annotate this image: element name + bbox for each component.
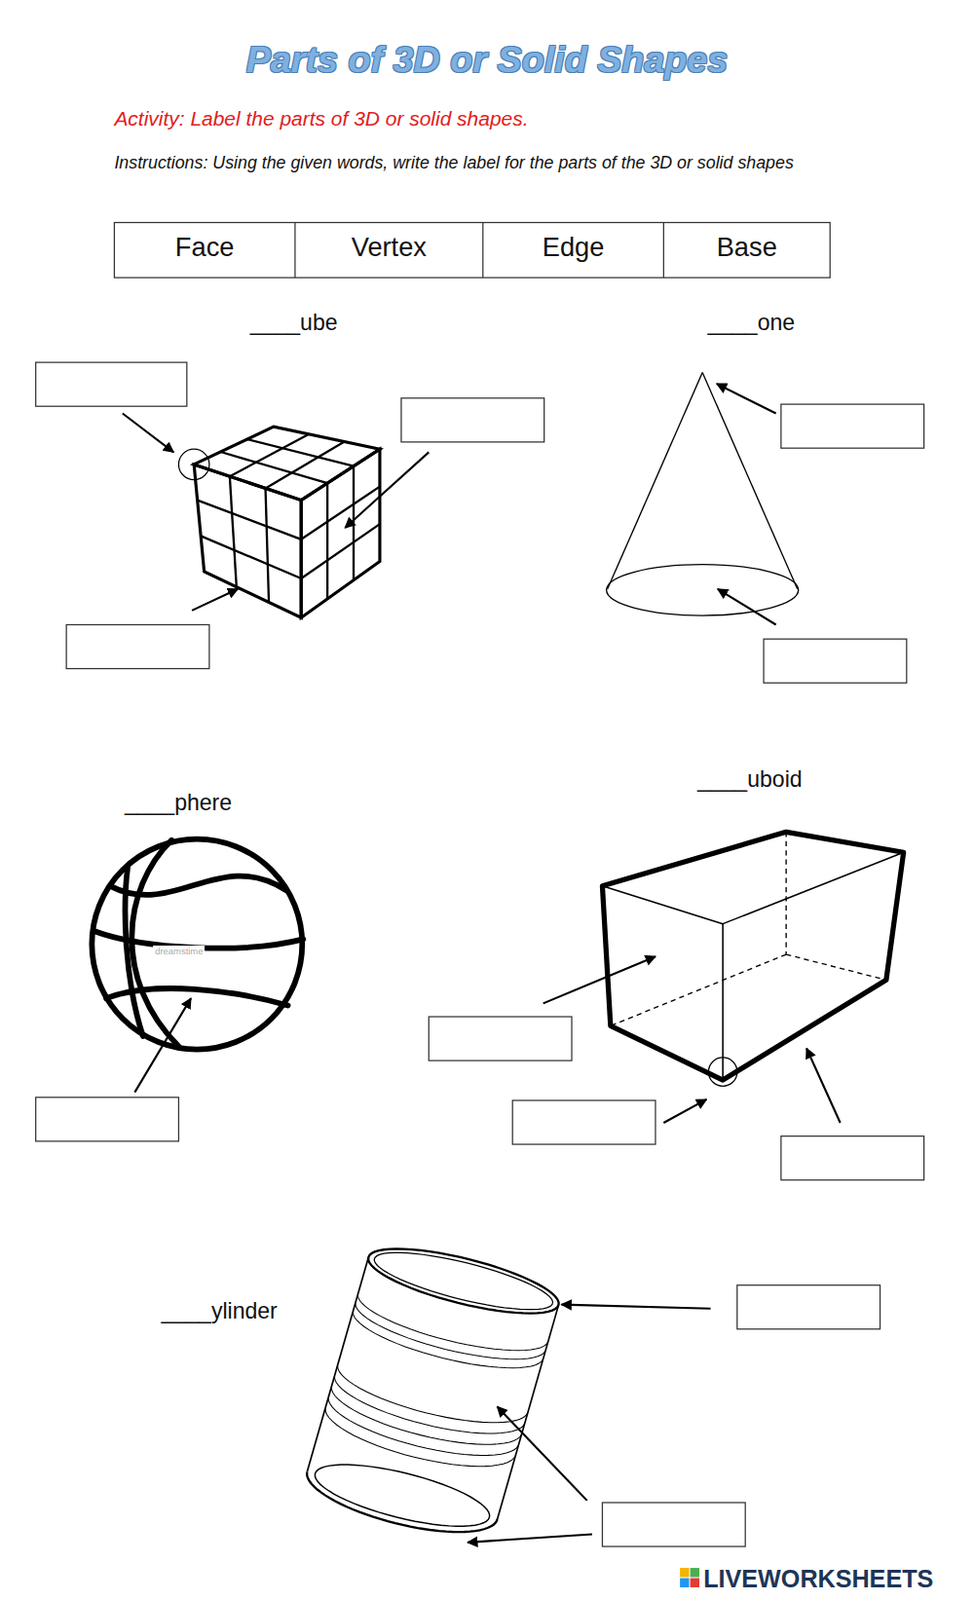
shape-name-blank: ____phere	[124, 788, 232, 818]
page-title: Parts of 3D or Solid Shapes	[0, 37, 974, 83]
cylinder-line	[306, 1471, 498, 1533]
cube-grid-line	[200, 535, 301, 579]
cylinder-line	[306, 1257, 369, 1472]
cone-figure	[606, 373, 799, 616]
cylinder-figure	[306, 1248, 559, 1533]
cube-grid-line	[265, 487, 269, 602]
cylinder-line	[355, 1304, 546, 1360]
cylinder-line	[325, 1409, 516, 1467]
cylinder-line	[334, 1377, 525, 1434]
answer-boxes	[36, 362, 925, 1547]
leader-arrows	[543, 956, 841, 1124]
cylinder-line	[497, 1305, 560, 1520]
word-table	[113, 223, 830, 279]
cylinder-line	[331, 1387, 522, 1446]
logo-text: LIVEWORKSHEETS	[703, 1564, 934, 1595]
leader-arrows	[122, 413, 429, 611]
shape-name-blank: ____one	[707, 308, 795, 338]
watermark: dreamstime	[152, 945, 205, 958]
shape-name-blank: ____ube	[250, 308, 338, 338]
leader-arrows	[716, 383, 777, 625]
cylinder-line	[314, 1464, 489, 1527]
table-cell: Face	[113, 230, 296, 264]
cylinder-line	[352, 1311, 543, 1368]
cube-grid-line	[265, 442, 345, 489]
cylinder-line	[328, 1398, 519, 1457]
cube-grid-line	[326, 483, 329, 600]
instructions: Instructions: Using the given words, wri…	[113, 149, 819, 177]
cuboid-figure	[601, 831, 903, 1081]
cylinder-line	[337, 1366, 528, 1424]
cylinder-line	[374, 1252, 553, 1310]
shape-name-blank: ____uboid	[697, 765, 803, 794]
table-cell: Edge	[483, 230, 665, 264]
cube-grid-line	[247, 439, 354, 467]
cube-grid-line	[229, 476, 237, 588]
shape-name-blank: ____ylinder	[161, 1297, 278, 1326]
cube-grid-line	[197, 500, 302, 540]
cube-grid-line	[300, 524, 380, 579]
sphere-figure	[91, 839, 303, 1050]
cube-grid-line	[352, 466, 355, 581]
vertex-marker	[178, 449, 209, 480]
logo-icon	[679, 1568, 700, 1588]
leader-arrow	[134, 998, 191, 1092]
cylinder-line	[368, 1248, 559, 1313]
table-cell: Vertex	[295, 230, 484, 264]
cylinder-line	[357, 1295, 548, 1351]
table-cell: Base	[663, 230, 830, 264]
vertex-marker	[708, 1057, 737, 1087]
activity-line: Activity: Label the parts of 3D or solid…	[113, 106, 768, 132]
